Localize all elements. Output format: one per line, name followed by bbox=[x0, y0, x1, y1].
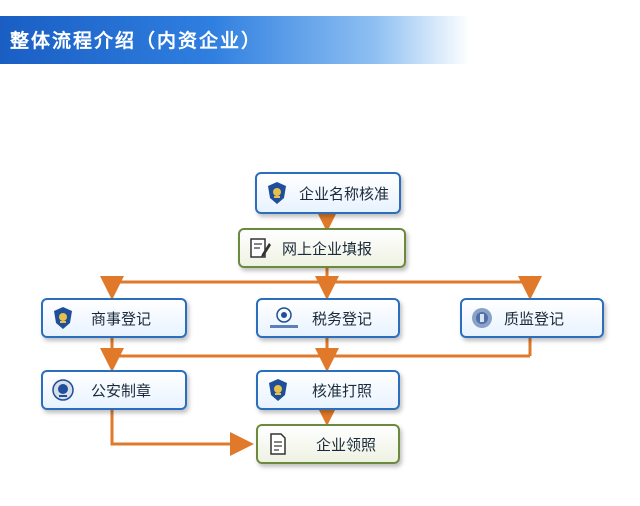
node-label: 核准打照 bbox=[312, 381, 373, 400]
police-emblem-icon bbox=[51, 378, 75, 402]
node-online-filing: 网上企业填报 bbox=[238, 228, 406, 268]
document-icon bbox=[266, 432, 290, 456]
node-quality-registration: 质监登记 bbox=[460, 298, 604, 338]
connector-police-to-collect bbox=[110, 410, 254, 456]
node-label: 网上企业填报 bbox=[282, 239, 373, 258]
emblem-icon bbox=[266, 378, 290, 402]
node-label: 商事登记 bbox=[91, 309, 152, 328]
emblem-icon bbox=[265, 181, 289, 205]
node-label: 质监登记 bbox=[504, 309, 565, 328]
node-tax-registration: 税务登记 bbox=[256, 298, 400, 338]
node-police-seal: 公安制章 bbox=[41, 370, 187, 410]
edit-form-icon bbox=[248, 236, 272, 260]
tax-emblem-icon bbox=[266, 306, 302, 330]
node-label: 企业名称核准 bbox=[299, 184, 390, 203]
node-label: 公安制章 bbox=[91, 381, 152, 400]
title-banner bbox=[0, 16, 470, 64]
node-collect-license: 企业领照 bbox=[256, 424, 400, 464]
emblem-icon bbox=[51, 306, 75, 330]
node-commerce-registration: 商事登记 bbox=[41, 298, 187, 338]
node-approve-license: 核准打照 bbox=[256, 370, 400, 410]
page-title: 整体流程介绍（内资企业） bbox=[10, 30, 263, 52]
node-label: 税务登记 bbox=[312, 309, 373, 328]
node-name-approval: 企业名称核准 bbox=[255, 172, 401, 214]
node-label: 企业领照 bbox=[316, 435, 377, 454]
quality-emblem-icon bbox=[470, 306, 494, 330]
